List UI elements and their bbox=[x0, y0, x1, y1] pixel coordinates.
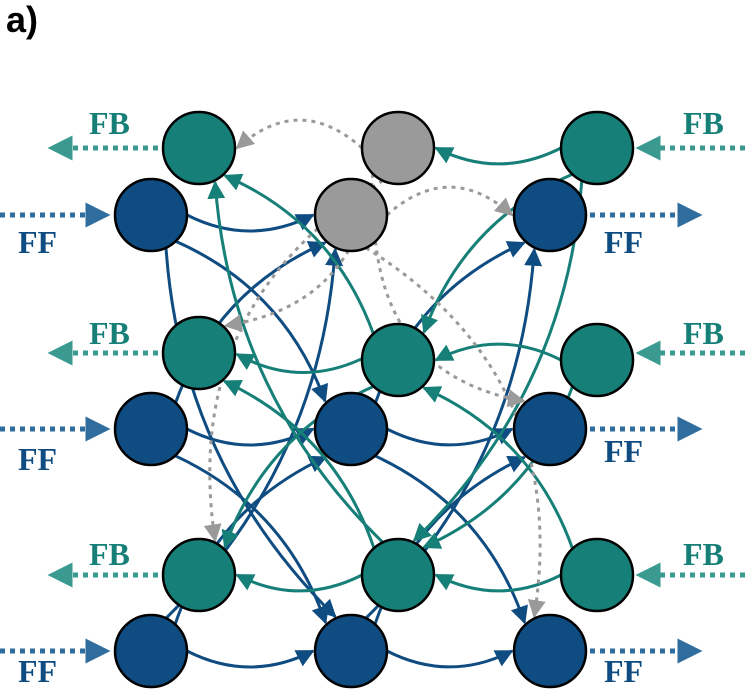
node-R3 bbox=[559, 322, 635, 398]
edge-M1-L1 bbox=[235, 118, 363, 150]
edge-L4-M6 bbox=[174, 454, 329, 625]
edge-R3-M3 bbox=[434, 342, 562, 362]
edge-M2-R2 bbox=[386, 185, 514, 217]
node-R1 bbox=[559, 110, 635, 186]
edge-M5-L3 bbox=[222, 379, 376, 549]
edge-M1-L5 bbox=[203, 179, 384, 543]
fb-label-mid-right: FB bbox=[683, 315, 724, 351]
fb-label-top-right: FB bbox=[683, 105, 724, 141]
panel-label: a) bbox=[6, 0, 39, 40]
edge-L2-M6 bbox=[164, 247, 337, 618]
edge-M1-L3 bbox=[223, 173, 375, 333]
ff-label-bot-right: FF bbox=[604, 653, 643, 689]
ff-label-top-right: FF bbox=[604, 224, 643, 260]
ff-label-bot-left: FF bbox=[18, 653, 57, 689]
node-L4 bbox=[113, 391, 189, 467]
ff-label-mid-left: FF bbox=[18, 441, 57, 477]
ff-label-mid-right: FF bbox=[604, 433, 643, 469]
fb-label-bot-right: FB bbox=[683, 536, 724, 572]
edge-L6-M6 bbox=[186, 649, 315, 669]
node-R2 bbox=[512, 177, 588, 253]
edge-M3-L3 bbox=[235, 352, 363, 374]
node-M4 bbox=[313, 391, 389, 467]
node-L6 bbox=[113, 613, 189, 689]
node-M1 bbox=[360, 110, 436, 186]
node-M5 bbox=[360, 537, 436, 613]
fb-label-top-left: FB bbox=[89, 105, 130, 141]
edge-M5-L1 bbox=[207, 180, 384, 544]
fb-label-bot-left: FB bbox=[89, 536, 130, 572]
node-R6 bbox=[512, 613, 588, 689]
node-R4 bbox=[512, 391, 588, 467]
node-M2 bbox=[313, 177, 389, 253]
edge-R1-M1 bbox=[434, 146, 562, 166]
fb-label-mid-left: FB bbox=[89, 315, 130, 351]
io-labels: FB FF FB FF FB FF FB FF FB FF FB FF bbox=[18, 105, 724, 689]
node-L1 bbox=[161, 110, 237, 186]
nodes bbox=[113, 110, 635, 689]
node-L5 bbox=[161, 537, 237, 613]
connections bbox=[164, 118, 584, 669]
io-arrows bbox=[0, 135, 745, 664]
edge-R5-M5 bbox=[434, 573, 562, 593]
node-M3 bbox=[360, 322, 436, 398]
node-M6 bbox=[313, 613, 389, 689]
edge-M6-R6 bbox=[386, 649, 514, 669]
node-L3 bbox=[161, 315, 237, 391]
ff-label-top-left: FF bbox=[18, 224, 57, 260]
node-R5 bbox=[559, 537, 635, 613]
edge-M3-L1 bbox=[223, 173, 375, 335]
node-L2 bbox=[113, 177, 189, 253]
edge-M2-R6 bbox=[365, 246, 546, 619]
edge-M5-L5 bbox=[235, 573, 363, 593]
edge-R5-M3 bbox=[422, 386, 574, 550]
